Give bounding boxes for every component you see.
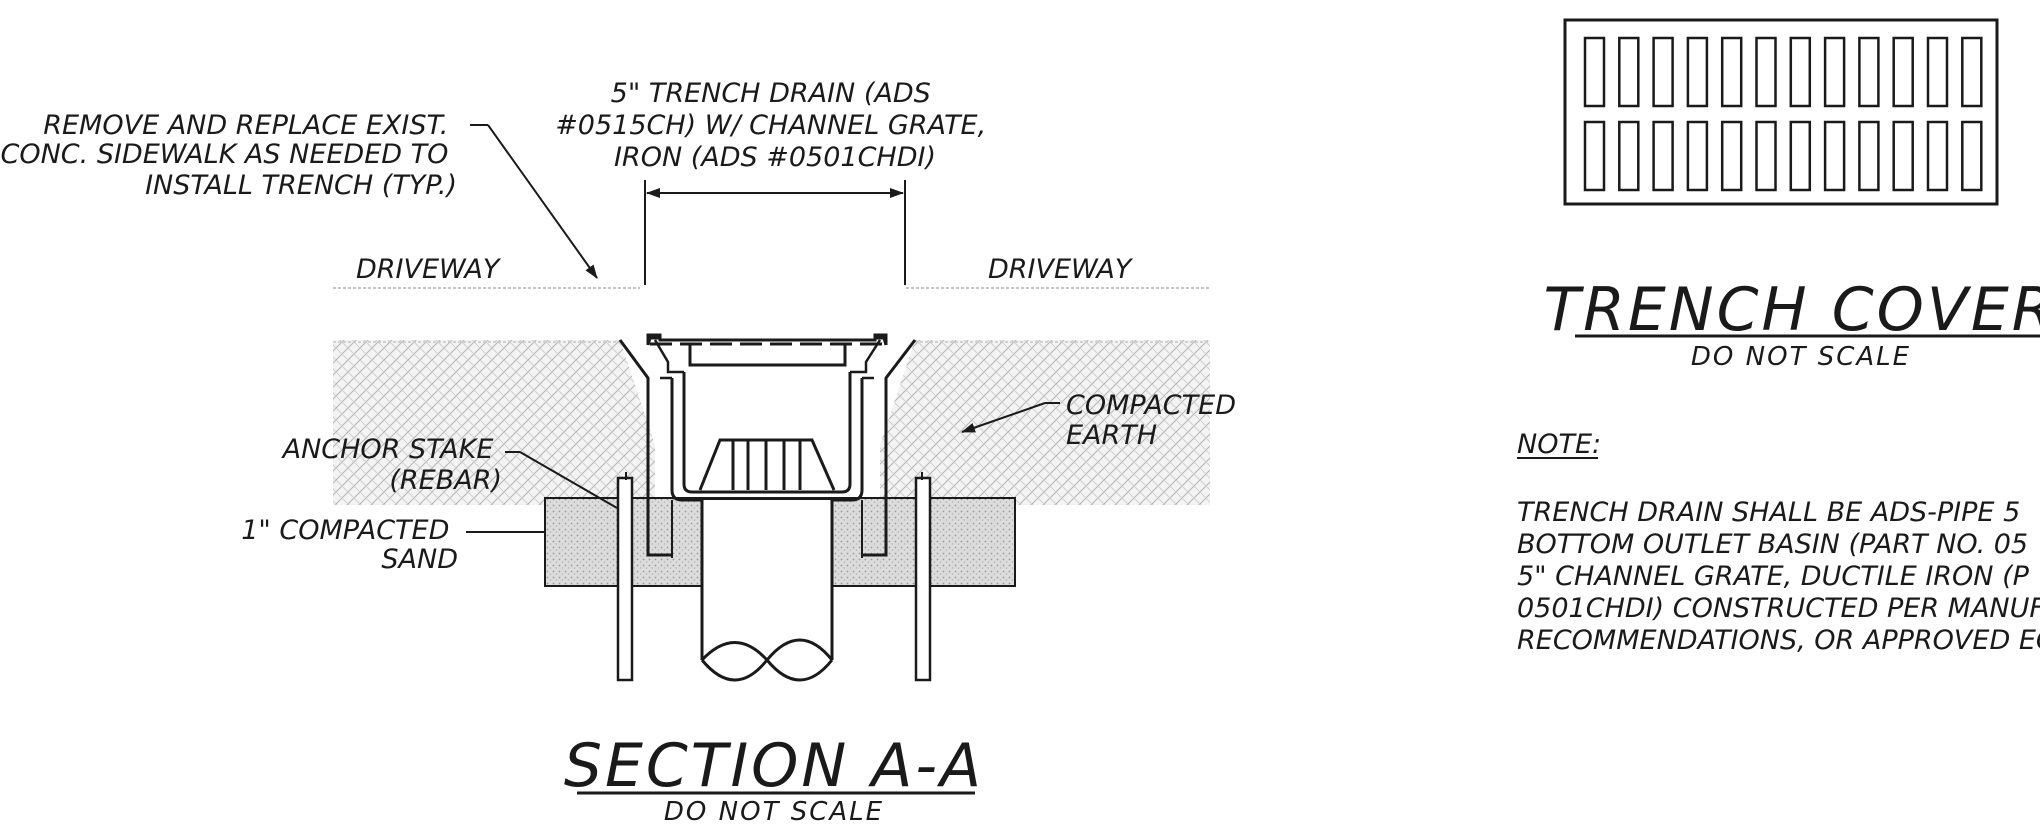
label-compacted-earth: COMPACTED EARTH — [1066, 390, 1245, 451]
cover-slot — [1720, 36, 1743, 108]
leader-anchor — [519, 451, 618, 509]
section-subtitle: DO NOT SCALE — [664, 797, 884, 827]
cover-subtitle: DO NOT SCALE — [1691, 342, 1911, 372]
cover-slot — [1789, 120, 1812, 192]
trench-cover-detail: TRENCH COVER DO NOT SCALE — [1544, 18, 2040, 372]
cover-slot — [1652, 36, 1674, 108]
cover-slots — [1583, 36, 1983, 192]
cover-slot — [1720, 120, 1743, 192]
cover-slot — [1583, 36, 1606, 108]
cover-slot — [1892, 120, 1914, 192]
cover-slot — [1789, 36, 1812, 108]
cover-title: TRENCH COVER — [1544, 275, 2040, 345]
cover-slot — [1961, 120, 1983, 192]
cover-slot — [1652, 120, 1674, 192]
cover-slot — [1858, 36, 1880, 108]
cover-slot — [1618, 120, 1640, 192]
leader-remove-replace-diag — [487, 124, 598, 279]
cover-slot — [1858, 120, 1880, 192]
anchor-stakes — [616, 472, 932, 682]
outlet-pipe — [671, 500, 863, 682]
label-compacted-sand: 1" COMPACTED SAND — [241, 515, 458, 575]
outlet-basin — [698, 438, 836, 491]
note-block: NOTE: TRENCH DRAIN SHALL BE ADS-PIPE 5 B… — [1517, 429, 2040, 656]
cover-slot — [1755, 36, 1777, 108]
section-a-a: 5" TRENCH DRAIN (ADS #0515CH) W/ CHANNEL… — [1, 78, 1245, 827]
cover-slot — [1583, 120, 1606, 192]
cover-slot — [1686, 36, 1709, 108]
label-driveway-right: DRIVEWAY — [988, 254, 1134, 285]
callout-remove-replace: REMOVE AND REPLACE EXIST. CONC. SIDEWALK… — [1, 110, 458, 201]
cover-slot — [1926, 120, 1949, 192]
section-title: SECTION A-A — [564, 731, 984, 801]
cover-slot — [1892, 36, 1914, 108]
leader-earth — [961, 402, 1046, 433]
cover-slot — [1618, 36, 1640, 108]
note-text: TRENCH DRAIN SHALL BE ADS-PIPE 5 BOTTOM … — [1517, 497, 2040, 656]
cover-slot — [1823, 36, 1846, 108]
note-heading: NOTE: — [1517, 429, 1601, 460]
cover-slot — [1823, 120, 1846, 192]
channel-grate — [646, 333, 888, 374]
cover-slot — [1926, 36, 1949, 108]
label-anchor-stake: ANCHOR STAKE (REBAR) — [281, 434, 502, 496]
earth-left — [333, 340, 655, 505]
cover-slot — [1961, 36, 1983, 108]
cover-slot — [1755, 120, 1777, 192]
cover-slot — [1686, 120, 1709, 192]
callout-trench-drain: 5" TRENCH DRAIN (ADS #0515CH) W/ CHANNEL… — [555, 78, 995, 173]
width-dimension — [644, 180, 906, 285]
earth-right — [880, 340, 1210, 505]
label-driveway-left: DRIVEWAY — [356, 254, 502, 285]
